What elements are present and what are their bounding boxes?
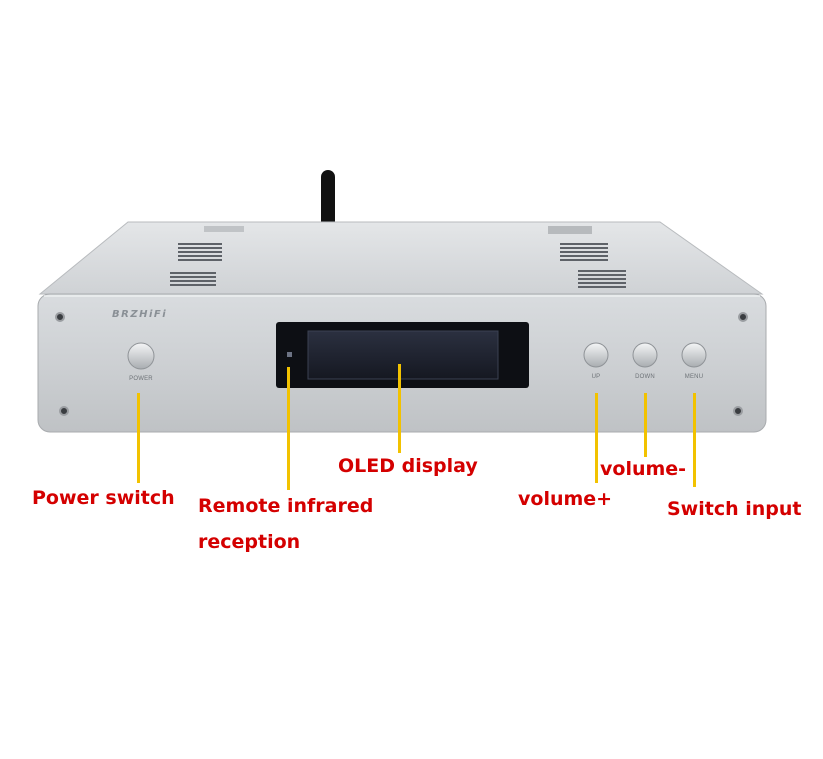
up-button-caption: UP xyxy=(591,374,601,380)
callout-line-volume-plus xyxy=(595,393,598,483)
callout-line-volume-minus xyxy=(644,393,647,457)
label-switch-input: Switch input xyxy=(667,498,802,520)
menu-button-caption: MENU xyxy=(684,374,704,380)
label-remote-infrared-line2: reception xyxy=(198,531,301,553)
oled-display xyxy=(276,322,529,388)
callout-line-oled xyxy=(398,364,401,453)
menu-button[interactable] xyxy=(681,342,707,368)
power-button-caption: POWER xyxy=(129,376,153,382)
screws xyxy=(55,312,748,416)
power-button[interactable] xyxy=(127,342,155,370)
callout-line-remote xyxy=(287,367,290,490)
down-button-caption: DOWN xyxy=(635,374,655,380)
callout-line-power xyxy=(137,393,140,483)
ir-sensor xyxy=(287,352,292,357)
label-power-switch: Power switch xyxy=(32,487,175,509)
top-panel xyxy=(38,221,764,295)
callout-line-switch-input xyxy=(693,393,696,487)
label-volume-plus: volume+ xyxy=(518,488,613,510)
label-oled-display: OLED display xyxy=(338,455,478,477)
brand-logo-text: BRZHiFi xyxy=(112,309,168,320)
up-button[interactable] xyxy=(583,342,609,368)
top-vents xyxy=(170,226,626,288)
down-button[interactable] xyxy=(632,342,658,368)
label-remote-infrared-line1: Remote infrared xyxy=(198,495,374,517)
label-volume-minus: volume- xyxy=(600,458,687,480)
